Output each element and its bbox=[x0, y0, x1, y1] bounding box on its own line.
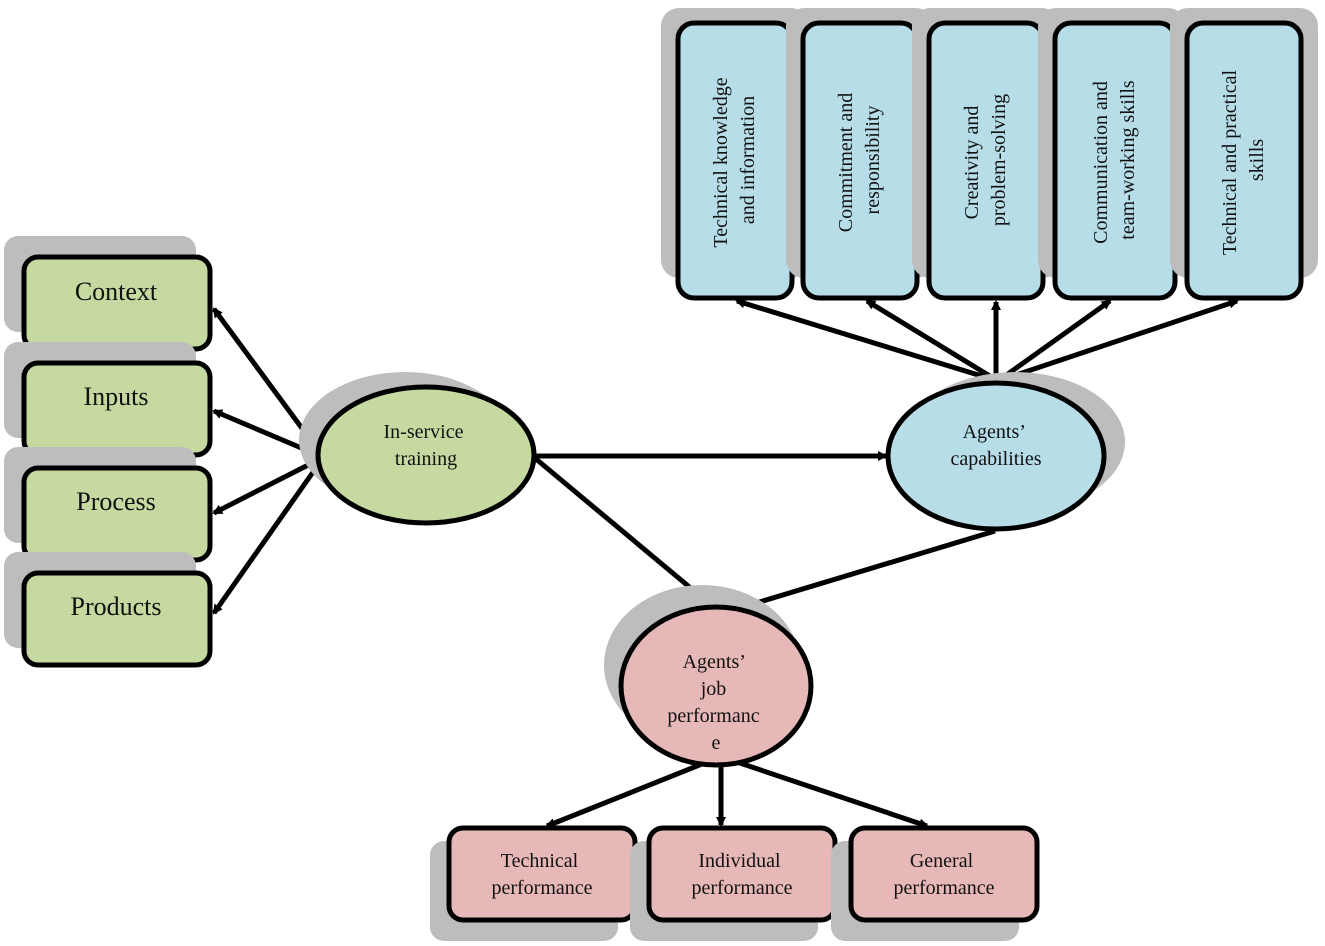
arrow-training-to-context bbox=[211, 307, 321, 452]
agents-job-performance-node: Agents’ job performanc e bbox=[604, 585, 814, 768]
arrow-capabilities-to-performance bbox=[731, 528, 996, 613]
capability-box-practical-skills: Technical and practical skills bbox=[1170, 8, 1318, 301]
arrow-training-to-performance bbox=[534, 457, 719, 612]
capability-box-communication: Communication and team-working skills bbox=[1038, 8, 1186, 301]
context-label: Context bbox=[75, 277, 158, 306]
in-service-training-label: In-service training bbox=[384, 421, 469, 470]
arrow-training-to-products bbox=[211, 463, 321, 615]
arrow-training-to-process bbox=[212, 457, 320, 516]
individual-performance-box: Individual performance bbox=[630, 825, 838, 941]
capability-boxes: Technical knowledge and information Comm… bbox=[661, 8, 1318, 301]
agents-capabilities-label: Agents’ capabilities bbox=[950, 421, 1041, 470]
products-label: Products bbox=[71, 592, 162, 621]
capability-label-creativity: Creativity and problem-solving bbox=[961, 94, 1010, 226]
context-box: Context bbox=[4, 236, 213, 352]
capability-label-commitment: Commitment and responsibility bbox=[835, 88, 884, 232]
arrow-capabilities-to-technical-knowledge bbox=[735, 298, 999, 384]
arrow-performance-to-technical bbox=[545, 755, 718, 829]
agents-capabilities-node: Agents’ capabilities bbox=[885, 372, 1125, 532]
technical-performance-box: Technical performance bbox=[430, 825, 638, 941]
capability-label-practical-skills: Technical and practical skills bbox=[1219, 65, 1268, 255]
arrows bbox=[211, 298, 1239, 829]
capability-box-commitment: Commitment and responsibility bbox=[786, 8, 934, 301]
process-box: Process bbox=[4, 447, 213, 563]
arrow-capabilities-to-commitment bbox=[865, 298, 1000, 384]
capability-box-technical-knowledge: Technical knowledge and information bbox=[661, 8, 809, 301]
individual-performance-label: Individual performance bbox=[691, 850, 792, 899]
in-service-training-node: In-service training bbox=[299, 372, 537, 526]
arrow-capabilities-to-practical-skills bbox=[997, 298, 1239, 384]
inputs-box: Inputs bbox=[4, 342, 213, 458]
capability-label-technical-knowledge: Technical knowledge and information bbox=[710, 72, 759, 247]
performance-boxes: Technical performance Individual perform… bbox=[430, 825, 1040, 941]
arrow-performance-to-general bbox=[724, 755, 929, 829]
general-performance-label: General performance bbox=[893, 850, 994, 899]
process-label: Process bbox=[76, 487, 155, 516]
capability-label-communication: Communication and team-working skills bbox=[1090, 76, 1139, 244]
technical-performance-label: Technical performance bbox=[491, 850, 592, 899]
training-components: Context Inputs Process Products bbox=[4, 236, 213, 668]
general-performance-box: General performance bbox=[831, 825, 1040, 941]
agents-job-performance-label: Agents’ job performanc e bbox=[667, 651, 764, 754]
inputs-label: Inputs bbox=[84, 382, 149, 411]
capability-box-creativity: Creativity and problem-solving bbox=[912, 8, 1060, 301]
products-box: Products bbox=[4, 552, 213, 668]
arrow-capabilities-to-communication bbox=[996, 298, 1112, 384]
